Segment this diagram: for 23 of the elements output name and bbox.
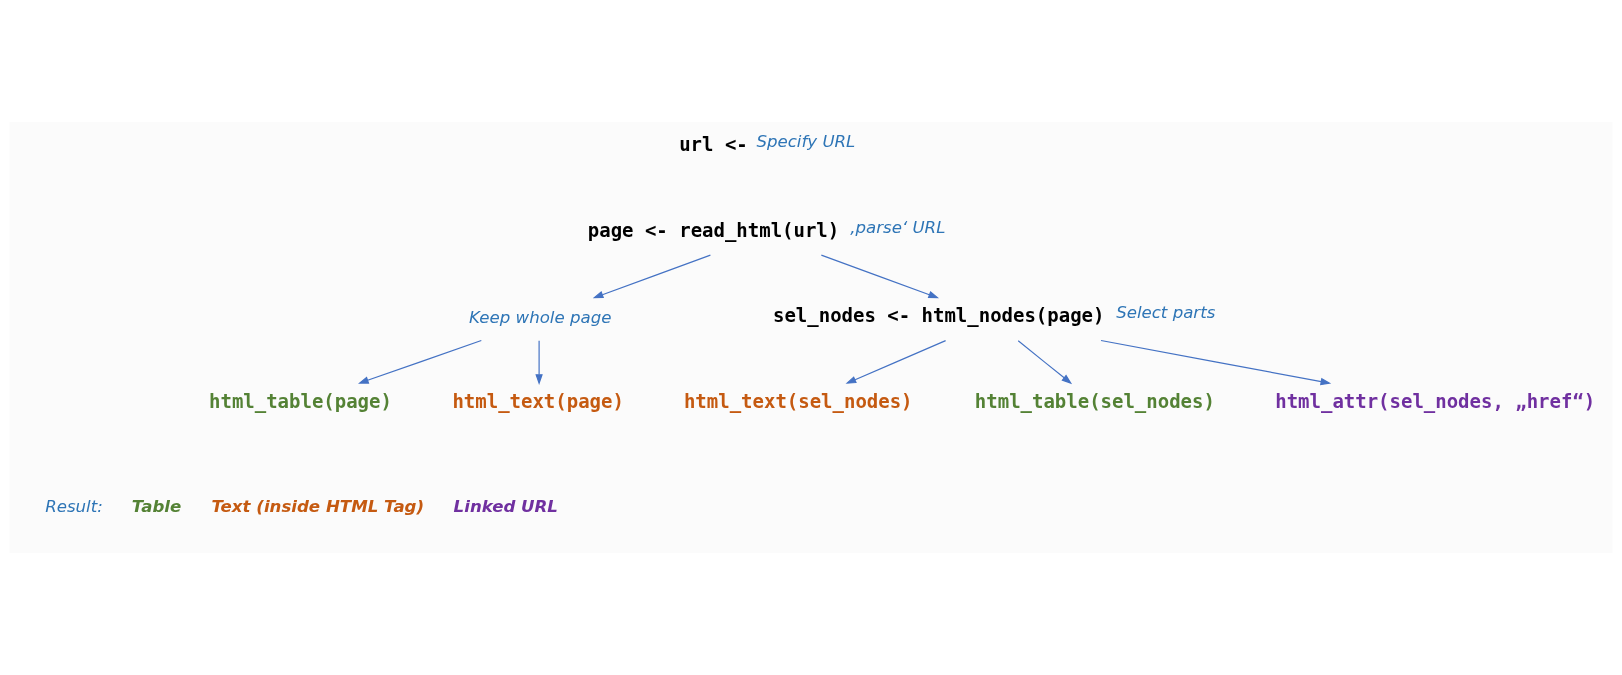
node-text: html_table(page): [209, 389, 392, 412]
legend-label: Text (inside HTML Tag): [211, 497, 425, 517]
node-text: html_text(page): [452, 389, 624, 412]
node-text: html_text(sel_nodes): [683, 389, 913, 412]
node-text: html_table(sel_nodes): [974, 389, 1215, 412]
node-text: sel_nodes <- html_nodes(page): [773, 304, 1105, 327]
node-text: Keep whole page: [469, 307, 612, 327]
node-text: url <-: [679, 133, 748, 156]
legend-label: Table: [131, 497, 182, 517]
arrow: [845, 340, 947, 384]
node-label: Specify URL: [756, 132, 856, 152]
node-label: ,parse‘ URL: [850, 217, 946, 237]
label: Result:: [45, 497, 103, 517]
arrow: [592, 254, 711, 299]
arrow: [1100, 339, 1332, 386]
node-text: html_attr(sel_nodes, „href“): [1275, 389, 1596, 412]
arrow: [1017, 340, 1073, 385]
node-label: Select parts: [1116, 303, 1216, 323]
arrow: [358, 339, 482, 384]
node-text: page <- read_html(url): [587, 218, 840, 241]
legend-label: Linked URL: [453, 497, 558, 517]
arrow: [535, 340, 543, 385]
arrow: [820, 254, 940, 299]
